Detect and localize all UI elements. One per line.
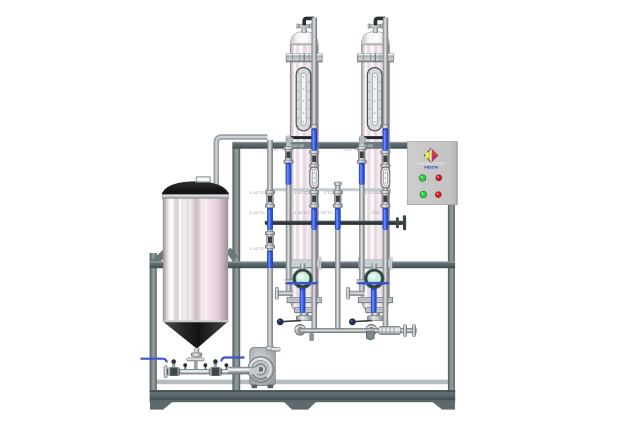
svg-text:PS30 S30: PS30 S30 bbox=[359, 144, 374, 148]
svg-text:2"TC: 2"TC bbox=[371, 211, 380, 215]
svg-text:FBSCM: FBSCM bbox=[424, 165, 438, 169]
svg-text:1 1/2"TC: 1 1/2"TC bbox=[250, 191, 265, 195]
svg-text:1 1/2"TC: 1 1/2"TC bbox=[270, 147, 285, 151]
svg-text:1 1/2"TC: 1 1/2"TC bbox=[294, 211, 309, 215]
svg-text:PS30 S30: PS30 S30 bbox=[290, 144, 305, 148]
svg-text:2 1/2"TC: 2 1/2"TC bbox=[365, 191, 380, 195]
svg-text:1 1/2"TC: 1 1/2"TC bbox=[318, 211, 333, 215]
svg-text:1 1/2"TC: 1 1/2"TC bbox=[250, 247, 265, 251]
svg-text:SHANGHAI GOFUN: SHANGHAI GOFUN bbox=[417, 162, 444, 166]
svg-text:1 1/2"TC: 1 1/2"TC bbox=[343, 147, 358, 151]
svg-text:1 1/2"TC: 1 1/2"TC bbox=[294, 191, 309, 195]
svg-text:1"TC: 1"TC bbox=[324, 191, 333, 195]
svg-text:1 1/2"TC: 1 1/2"TC bbox=[250, 211, 265, 215]
